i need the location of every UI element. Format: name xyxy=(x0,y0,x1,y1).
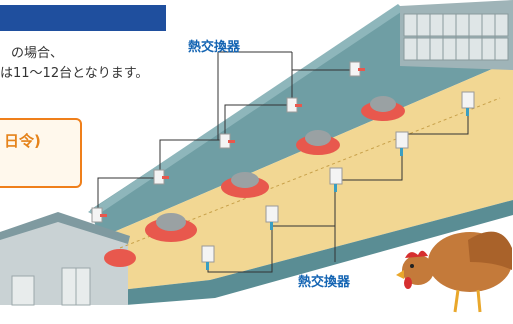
heat-exchanger-label-top: 熱交換器 xyxy=(188,40,241,55)
title-bar xyxy=(0,5,166,31)
barn-roof-rim xyxy=(88,4,404,216)
heat-exchanger-icon xyxy=(97,51,355,215)
callout-box: 日令) xyxy=(0,118,82,188)
callout-text: 日令) xyxy=(4,132,41,150)
description-line-1: の場合、 xyxy=(11,46,64,61)
barn-floor xyxy=(100,60,513,290)
heat-exchanger-label-bottom: 熱交換器 xyxy=(298,275,351,290)
barn-door-small xyxy=(11,275,35,306)
chicken-illustration xyxy=(396,231,512,313)
brooder-heater-icon xyxy=(104,96,405,267)
barn-gable-roof xyxy=(0,212,130,244)
description-line-2: は11〜12台となります。 xyxy=(0,66,149,81)
barn-front-wall xyxy=(120,200,513,305)
fan-icon xyxy=(403,13,509,61)
